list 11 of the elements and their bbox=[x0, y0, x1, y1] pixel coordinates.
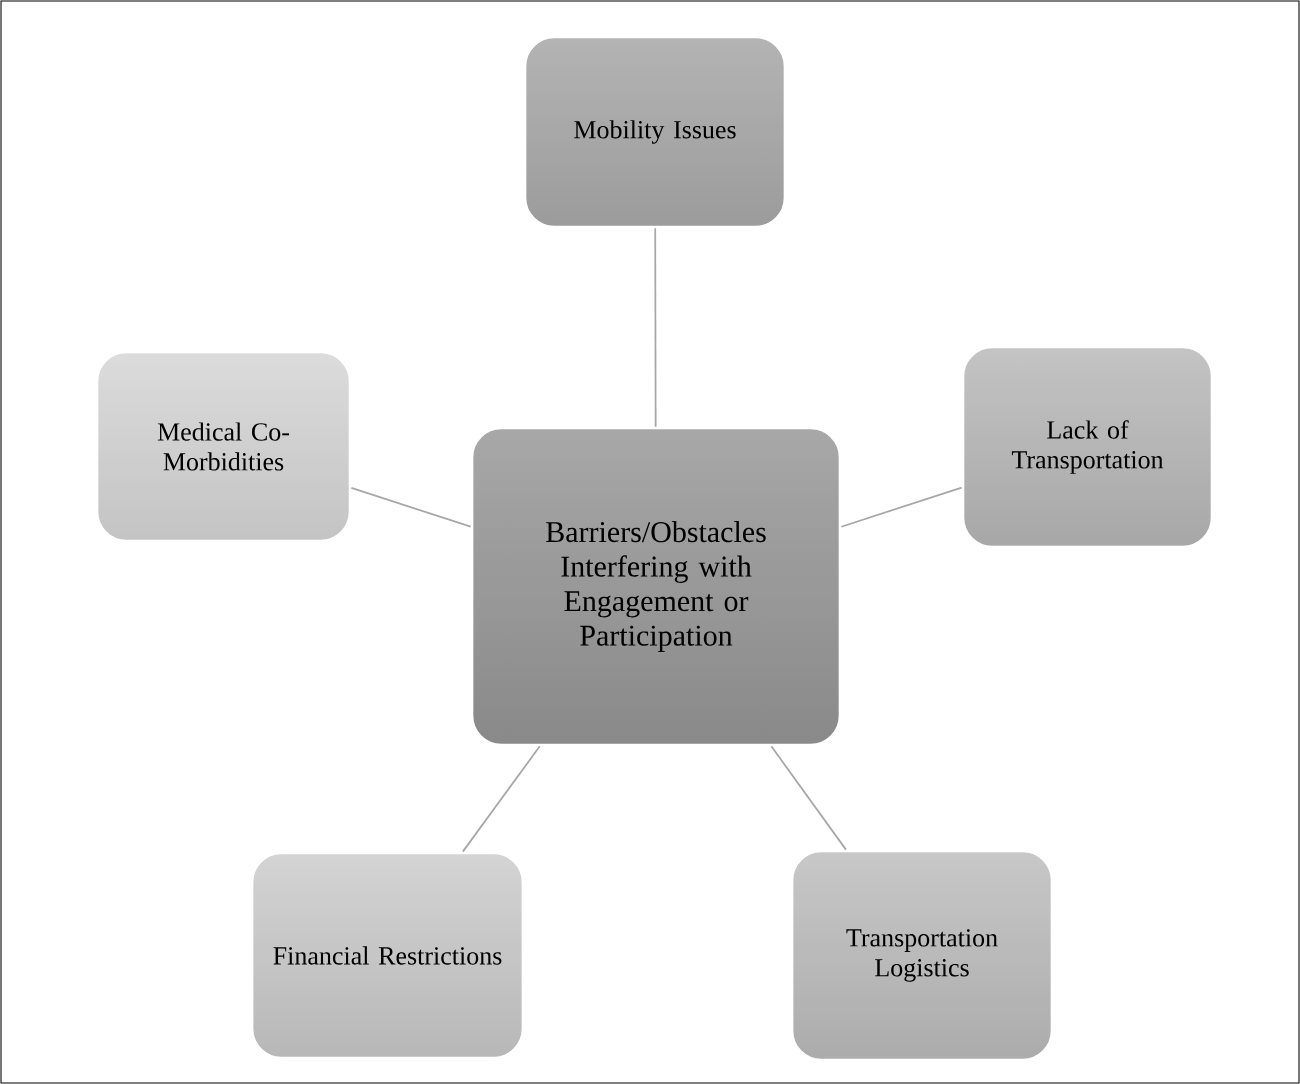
topic-box: Mobility Issues bbox=[523, 35, 787, 229]
connector bbox=[461, 745, 541, 853]
connector bbox=[840, 486, 963, 528]
connector bbox=[770, 745, 847, 851]
topic-box: Lack of Transportation bbox=[961, 345, 1214, 549]
topic-box: Medical Co-Morbidities bbox=[95, 350, 352, 543]
hub-box: Barriers/Obstacles Interfering with Engagement or Participation bbox=[470, 426, 842, 747]
connector bbox=[350, 487, 472, 528]
topic-box: Financial Restrictions bbox=[250, 851, 525, 1060]
connector bbox=[654, 227, 657, 428]
topic-box: Transportation Logistics bbox=[790, 849, 1054, 1062]
